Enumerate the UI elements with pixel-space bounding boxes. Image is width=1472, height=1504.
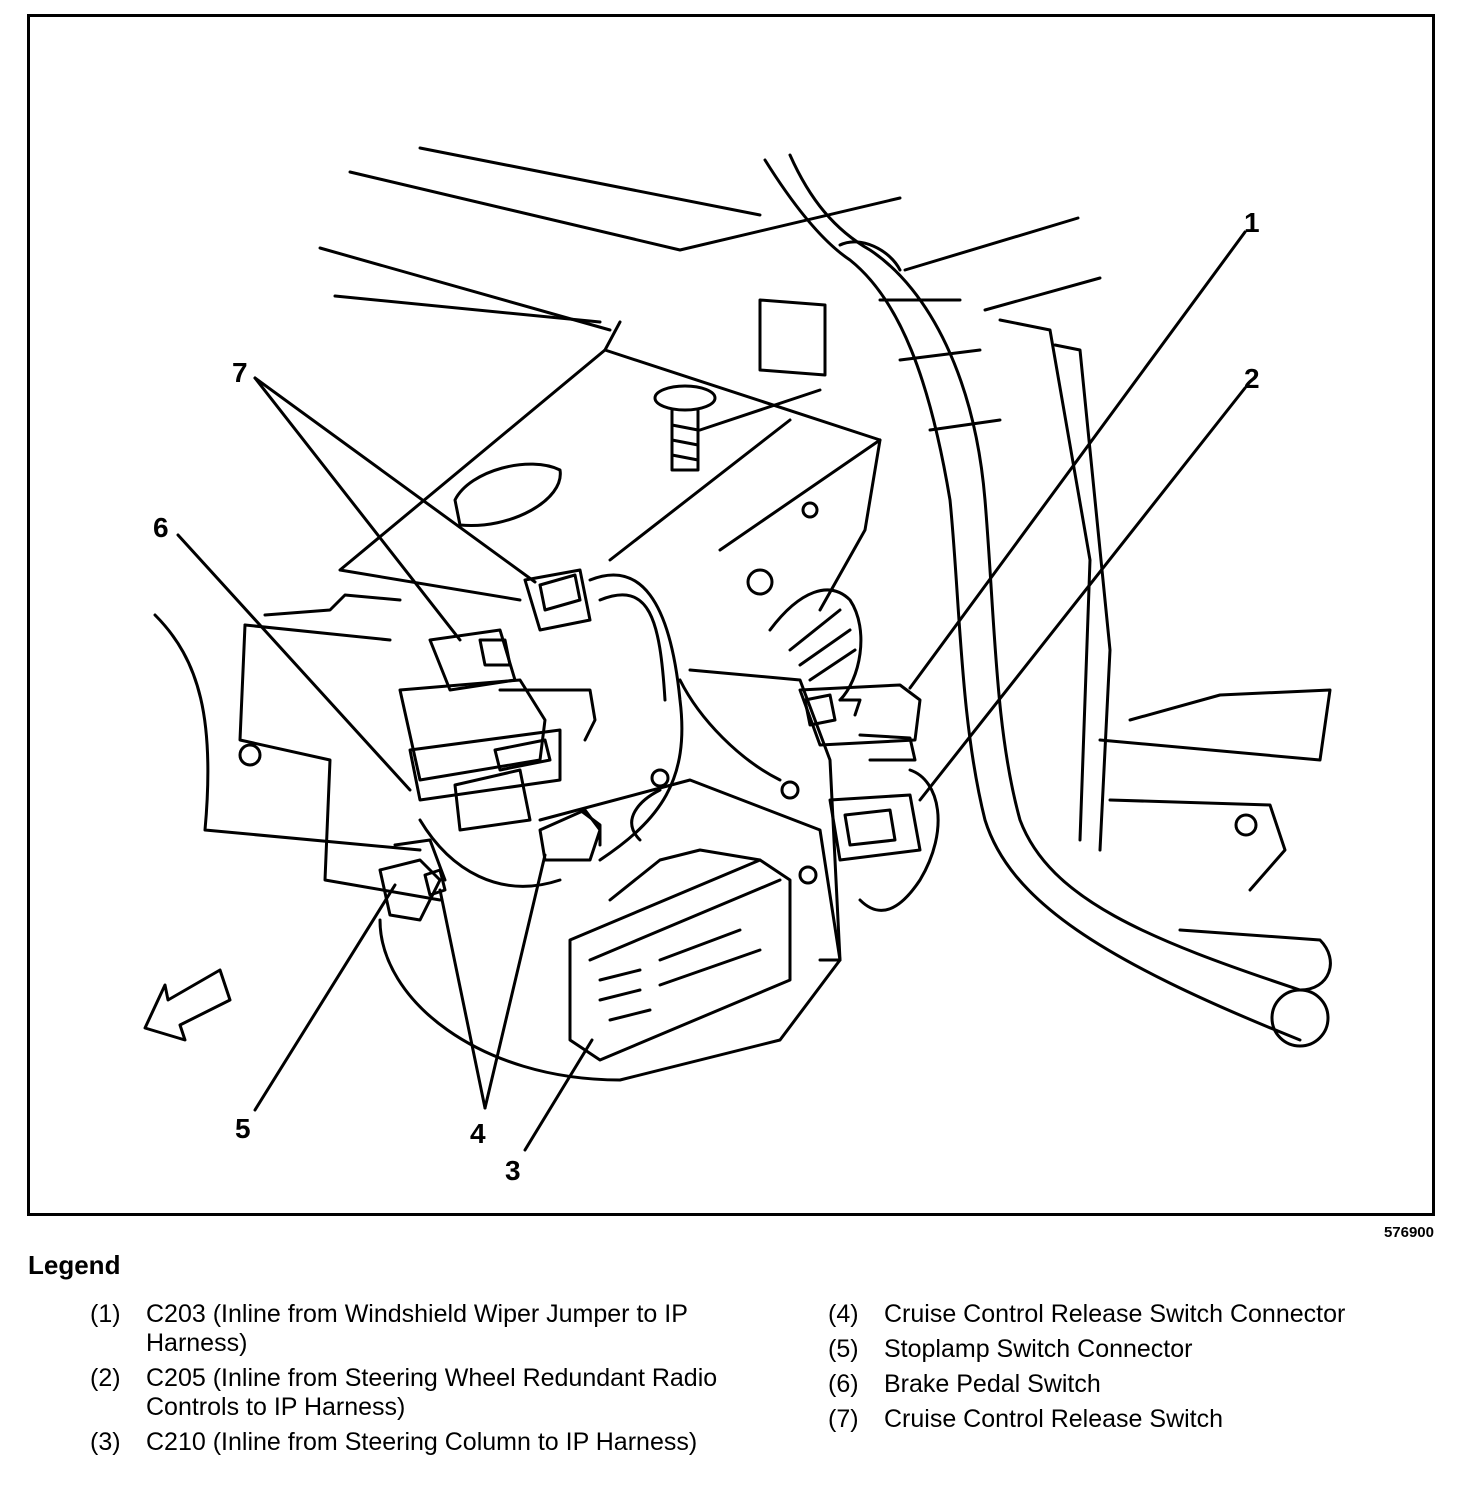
legend-number: (5) [828, 1335, 859, 1363]
callout-1: 1 [1244, 207, 1260, 238]
legend-text: Stoplamp Switch Connector [884, 1335, 1193, 1363]
forward-arrow-icon [143, 968, 232, 1042]
legend-item: (1) C203 (Inline from Windshield Wiper J… [90, 1300, 730, 1358]
switch-cluster [378, 568, 684, 922]
legend-item: (7) Cruise Control Release Switch [828, 1405, 1448, 1434]
legend-text: C203 (Inline from Windshield Wiper Jumpe… [146, 1300, 688, 1357]
legend-text: C205 (Inline from Steering Wheel Redunda… [146, 1364, 718, 1421]
figure-id: 576900 [1383, 1224, 1434, 1241]
legend-text: Brake Pedal Switch [884, 1370, 1101, 1398]
legend-number: (6) [828, 1370, 859, 1398]
wiring-diagram: 1 2 3 4 5 6 7 [143, 146, 1332, 1186]
legend-item: (5) Stoplamp Switch Connector [828, 1335, 1448, 1364]
connector-c205 [828, 768, 940, 912]
leader-lines [176, 230, 1247, 1152]
legend-column-left: (1) C203 (Inline from Windshield Wiper J… [90, 1300, 730, 1463]
legend-number: (2) [90, 1364, 121, 1392]
mounting-bracket [153, 501, 819, 902]
legend-title: Legend [28, 1250, 121, 1280]
legend-text: Cruise Control Release Switch [884, 1405, 1224, 1433]
legend-item: (6) Brake Pedal Switch [828, 1370, 1448, 1399]
legend-number: (1) [90, 1300, 121, 1328]
legend-text: Cruise Control Release Switch Connector [884, 1300, 1346, 1328]
legend-item: (4) Cruise Control Release Switch Connec… [828, 1300, 1448, 1329]
connector-c203 [798, 683, 922, 762]
main-harness [763, 153, 1332, 1048]
legend-number: (7) [828, 1405, 859, 1433]
callout-4: 4 [470, 1118, 486, 1149]
callout-2: 2 [1244, 363, 1260, 394]
dash-structure [318, 146, 1102, 612]
steering-column [678, 588, 863, 962]
callout-7: 7 [232, 357, 248, 388]
legend-item: (3) C210 (Inline from Steering Column to… [90, 1428, 730, 1457]
diagram-frame [27, 14, 1435, 1216]
callout-5: 5 [235, 1113, 251, 1144]
connector-c210 [378, 778, 842, 1082]
mounting-stud [653, 384, 717, 472]
legend-item: (2) C205 (Inline from Steering Wheel Red… [90, 1364, 730, 1422]
legend-number: (3) [90, 1428, 121, 1456]
callout-6: 6 [153, 512, 169, 543]
legend-text: C210 (Inline from Steering Column to IP … [146, 1428, 698, 1456]
callout-3: 3 [505, 1155, 521, 1186]
legend-number: (4) [828, 1300, 859, 1328]
legend-column-right: (4) Cruise Control Release Switch Connec… [828, 1300, 1448, 1440]
